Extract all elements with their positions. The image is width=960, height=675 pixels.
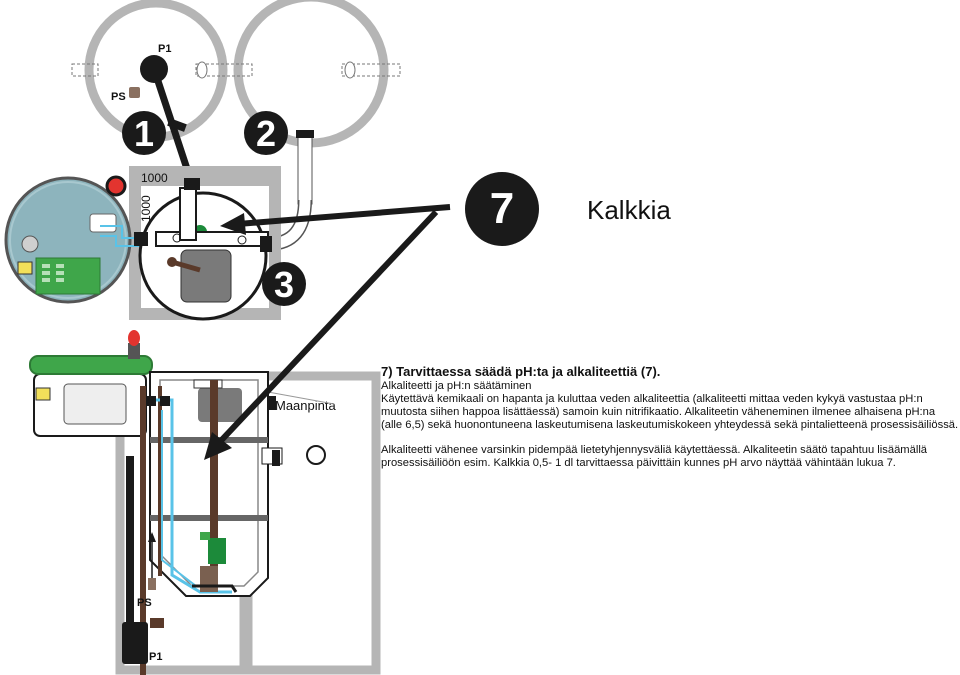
dim-1000-horizontal: 1000 [141,171,168,185]
number-3-badge [262,262,306,306]
instructions-text: 7) Tarvittaessa säädä pH:ta ja alkalitee… [381,364,959,470]
number-2-badge [244,111,288,155]
instructions-paragraph-1: Käytettävä kemikaali on hapanta ja kulut… [381,393,959,431]
instructions-paragraph-2: Alkaliteetti vähenee varsinkin pidempää … [381,444,928,469]
tank-1-section [115,380,249,675]
label-num-2: 2 [256,113,276,154]
blower-motor-section [198,388,242,422]
inlet-pipe-dashed [71,63,99,77]
green-pump-section [208,538,226,564]
callout-arrow-top [237,204,451,227]
connection-pipe-dashed [195,63,253,77]
dim-1000-vertical: 1000 [139,195,153,222]
process-tank-section [149,371,269,597]
label-p1-bottom: P1 [149,651,162,663]
label-p1-top: P1 [158,43,171,55]
control-panel-green [35,257,101,295]
number-1-badge [122,111,166,155]
sensor-ps-section [148,578,156,590]
lid-green [29,355,153,375]
callout-number-text: 7 [489,184,515,233]
label-ground: Maanpinta [275,398,336,413]
callout-label-kalkkia: Kalkkia [587,195,671,225]
instructions-heading: 7) Tarvittaessa säädä pH:ta ja alkalitee… [381,364,661,379]
pump-p1-icon [140,55,168,83]
pump-p1-section [122,622,148,664]
callout-arrow-section [213,209,439,449]
sensor-ps-icon [129,87,140,98]
blower-motor [180,249,232,303]
instructions-subheading: Alkaliteetti ja pH:n säätäminen [381,380,532,392]
alarm-light-top [105,175,127,197]
alarm-light-section [128,330,140,346]
label-num-3: 3 [274,264,294,305]
label-ps-bottom: PS [137,597,152,609]
label-ps-top: PS [111,91,126,103]
label-num-1: 1 [134,113,154,154]
callout-number-7: 7 [465,172,539,246]
